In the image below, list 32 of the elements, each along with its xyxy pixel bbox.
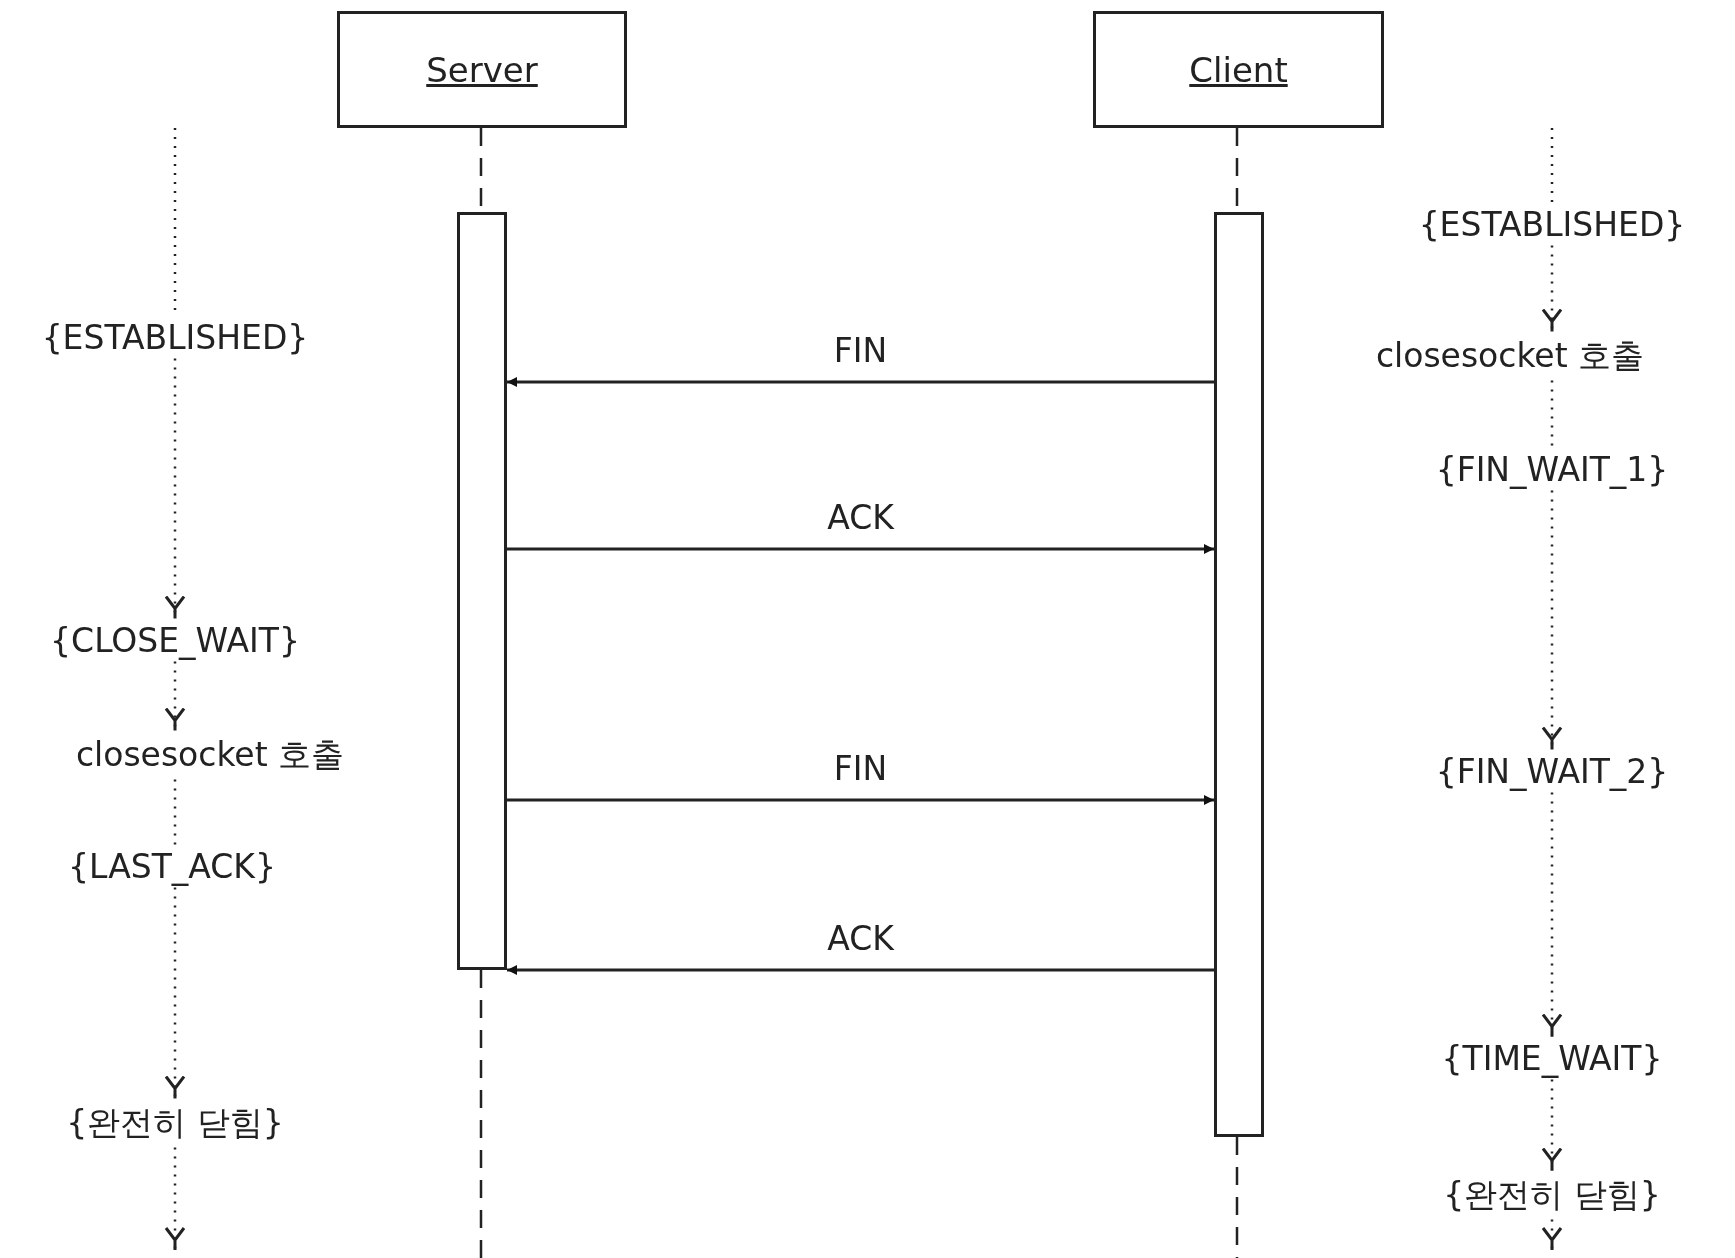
- state-label: {FIN_WAIT_2}: [1433, 749, 1671, 793]
- lifeline-header-box: [1093, 11, 1384, 128]
- state-transition-arrow: [164, 358, 186, 620]
- message-arrow: [507, 965, 1214, 975]
- state-transition-arrow: [1541, 490, 1563, 751]
- state-transition-arrow: [164, 1147, 186, 1252]
- message-arrow: [507, 795, 1214, 805]
- state-label: {LAST_ACK}: [66, 844, 278, 888]
- lifeline-name: Client: [1189, 49, 1288, 90]
- state-transition-arrow: [1541, 1079, 1563, 1172]
- state-transition-arrow: [1541, 1219, 1563, 1252]
- state-label: closesocket 호출: [73, 730, 347, 780]
- activation-bar: [1214, 212, 1264, 1137]
- message-arrow: [507, 544, 1214, 554]
- message-arrow: [507, 377, 1214, 387]
- state-transition-arrow: [164, 661, 186, 732]
- state-label: {완전히 닫힘}: [1441, 1170, 1663, 1220]
- state-transition-arrow: [1541, 792, 1563, 1038]
- state-label: {CLOSE_WAIT}: [48, 618, 302, 662]
- lifeline: [479, 970, 483, 1258]
- state-label: {ESTABLISHED}: [1416, 202, 1688, 246]
- activation-bar: [457, 212, 507, 970]
- state-transition-arrow: [164, 887, 186, 1100]
- state-transition-arrow: [1541, 245, 1563, 333]
- state-label: {ESTABLISHED}: [39, 315, 311, 359]
- lifeline-header-box: [337, 11, 627, 128]
- lifeline: [1235, 1137, 1239, 1258]
- state-label: {완전히 닫힘}: [64, 1098, 286, 1148]
- state-label: {TIME_WAIT}: [1439, 1036, 1665, 1080]
- state-label: closesocket 호출: [1373, 331, 1647, 381]
- state-label: {FIN_WAIT_1}: [1433, 447, 1671, 491]
- lifeline-name: Server: [426, 49, 538, 90]
